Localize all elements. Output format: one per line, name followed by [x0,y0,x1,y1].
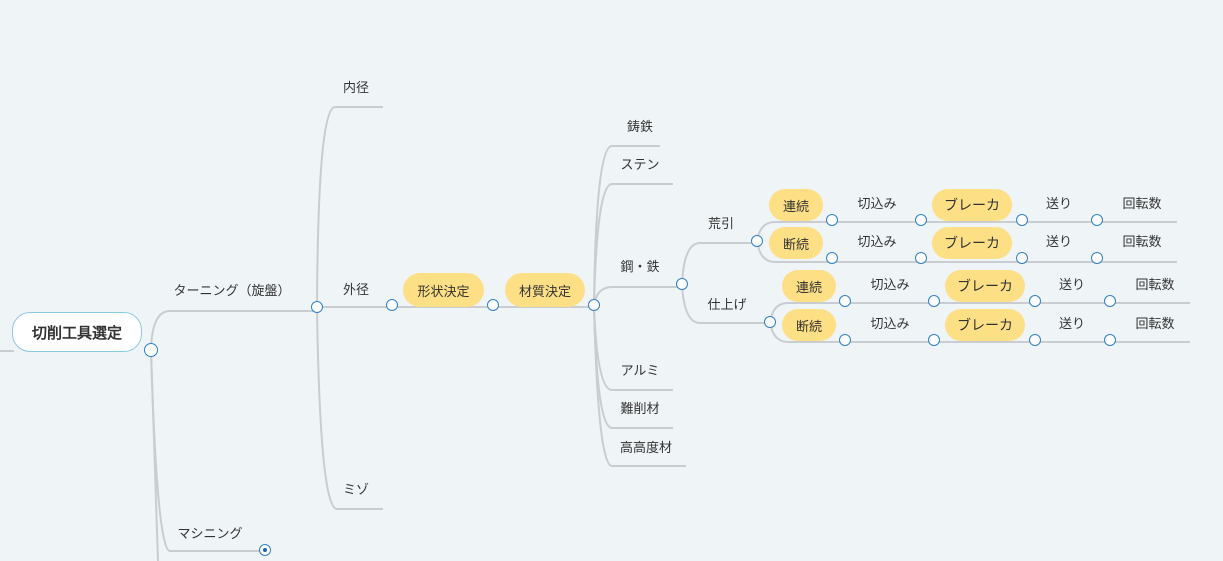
node-feed[interactable]: 送り [1045,235,1073,250]
node-feed[interactable]: 送り [1058,317,1086,332]
cut-type-toggle[interactable] [826,252,838,264]
root-label: 切削工具選定 [31,323,122,342]
node-material[interactable]: 難削材 [620,402,660,417]
node-groove[interactable]: ミゾ [342,483,370,498]
node-turning[interactable]: ターニング（旋盤） [173,284,291,299]
depth-toggle[interactable] [915,214,927,226]
node-depth-of-cut[interactable]: 切込み [857,235,897,250]
node-spindle-speed[interactable]: 回転数 [1135,317,1175,332]
node-feed[interactable]: 送り [1045,197,1073,212]
node-depth-of-cut[interactable]: 切込み [870,317,910,332]
steel-collapse-toggle[interactable] [676,278,688,290]
node-inner-diameter[interactable]: 内径 [342,81,370,96]
shape-collapse-toggle[interactable] [487,299,499,311]
node-finishing[interactable]: 仕上げ [707,298,747,313]
node-machining[interactable]: マシニング [177,527,243,542]
node-spindle-speed[interactable]: 回転数 [1122,197,1162,212]
node-shape-decision[interactable]: 形状決定 [403,273,484,307]
machining-expand-toggle[interactable] [259,544,271,556]
cut-type-toggle[interactable] [839,295,851,307]
breaker-toggle[interactable] [1029,295,1041,307]
cut-type-toggle[interactable] [839,334,851,346]
node-roughing[interactable]: 荒引 [707,217,735,232]
root-collapse-toggle[interactable] [144,343,158,357]
depth-toggle[interactable] [928,295,940,307]
cut-type-toggle[interactable] [826,214,838,226]
node-material[interactable]: 高高度材 [619,441,673,456]
feed-toggle[interactable] [1104,334,1116,346]
depth-toggle[interactable] [915,252,927,264]
node-material-decision[interactable]: 材質決定 [505,273,585,307]
root-node[interactable]: 切削工具選定 [12,312,142,352]
node-chip-breaker[interactable]: ブレーカ [932,227,1012,259]
node-chip-breaker[interactable]: ブレーカ [945,270,1025,302]
node-chip-breaker[interactable]: ブレーカ [932,189,1012,221]
node-cut-type[interactable]: 断続 [782,309,836,341]
node-cut-type[interactable]: 連続 [769,189,823,221]
feed-toggle[interactable] [1104,295,1116,307]
node-depth-of-cut[interactable]: 切込み [857,197,897,212]
breaker-toggle[interactable] [1029,334,1041,346]
finishing-collapse-toggle[interactable] [764,316,776,328]
node-material[interactable]: ステン [620,158,660,173]
outer-collapse-toggle[interactable] [386,299,398,311]
node-material[interactable]: 鋼・鉄 [620,260,660,275]
breaker-toggle[interactable] [1016,252,1028,264]
depth-toggle[interactable] [928,334,940,346]
roughing-collapse-toggle[interactable] [751,235,763,247]
node-material[interactable]: 鋳鉄 [626,120,654,135]
feed-toggle[interactable] [1091,214,1103,226]
node-cut-type[interactable]: 連続 [782,270,836,302]
material-collapse-toggle[interactable] [588,299,600,311]
node-feed[interactable]: 送り [1058,278,1086,293]
breaker-toggle[interactable] [1016,214,1028,226]
node-spindle-speed[interactable]: 回転数 [1122,235,1162,250]
node-chip-breaker[interactable]: ブレーカ [945,309,1025,341]
node-cut-type[interactable]: 断続 [769,227,823,259]
node-spindle-speed[interactable]: 回転数 [1135,278,1175,293]
node-outer-diameter[interactable]: 外径 [342,283,370,298]
node-depth-of-cut[interactable]: 切込み [870,278,910,293]
node-material[interactable]: アルミ [620,364,660,379]
feed-toggle[interactable] [1091,252,1103,264]
turning-collapse-toggle[interactable] [311,301,323,313]
